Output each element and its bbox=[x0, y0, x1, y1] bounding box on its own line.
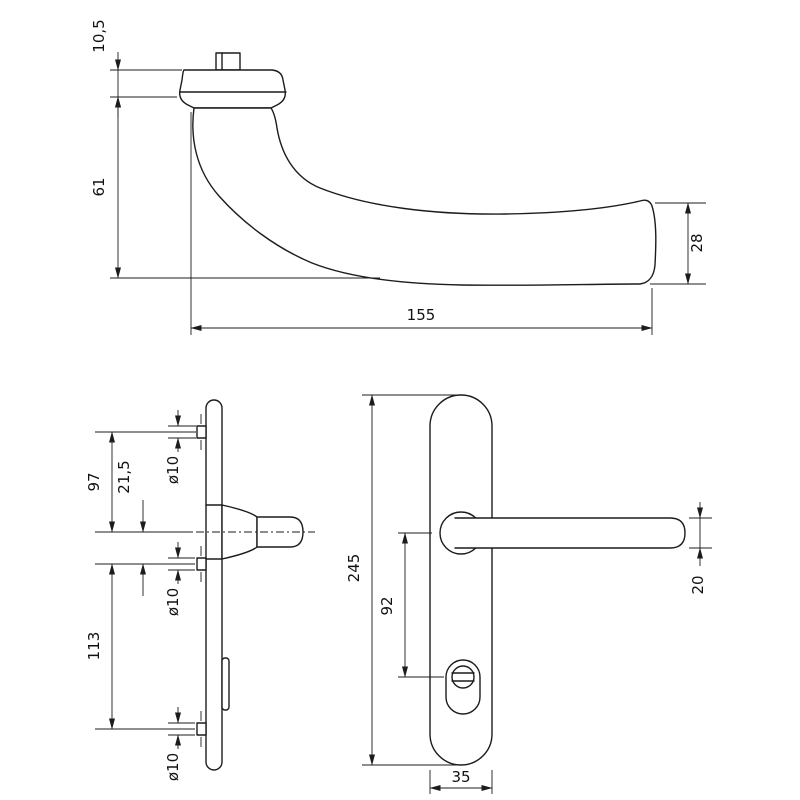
dim-label-cap-height: 10,5 bbox=[90, 19, 108, 52]
dim-label-plate-length: 245 bbox=[345, 554, 363, 583]
plate-front-view: 245 92 20 35 bbox=[345, 394, 712, 794]
dimension-plate-length: 245 bbox=[345, 394, 458, 766]
screw-stud-mid bbox=[196, 557, 207, 571]
handle-side-view: 10,5 61 155 28 bbox=[90, 19, 706, 335]
dimension-screw-mid: ø10 bbox=[164, 542, 195, 616]
plate-profile bbox=[205, 399, 223, 771]
dimension-lever-thickness: 20 bbox=[689, 502, 712, 595]
dim-label-bottom-spacing: 113 bbox=[85, 632, 103, 661]
lever-front bbox=[454, 517, 686, 549]
plate-profile-view: 97 21,5 113 ø10 ø10 bbox=[85, 399, 315, 781]
dimension-handle-offset: 21,5 bbox=[115, 460, 146, 596]
dim-label-screw-top: ø10 bbox=[164, 456, 182, 484]
dim-label-screw-mid: ø10 bbox=[164, 588, 182, 616]
dimension-top-spacing: 97 bbox=[85, 431, 115, 533]
spindle bbox=[215, 52, 241, 71]
dimension-screw-bottom: ø10 bbox=[164, 707, 195, 781]
dim-label-top-spacing: 97 bbox=[85, 472, 103, 491]
handle-cap bbox=[178, 69, 287, 109]
dimension-bottom-spacing: 113 bbox=[85, 563, 115, 730]
handle-lever bbox=[192, 107, 657, 286]
dim-label-handle-height: 61 bbox=[90, 177, 108, 196]
dim-label-plate-width: 35 bbox=[451, 768, 470, 786]
dimension-grip-end-height: 28 bbox=[650, 202, 706, 285]
dimension-plate-width: 35 bbox=[429, 768, 493, 794]
dim-label-grip-end-height: 28 bbox=[688, 233, 706, 252]
screw-stud-bottom bbox=[196, 722, 207, 736]
dim-label-centre-distance: 92 bbox=[378, 596, 396, 615]
dimension-cap-height: 10,5 bbox=[90, 19, 182, 118]
dim-label-lever-thickness: 20 bbox=[689, 575, 707, 594]
dim-label-handle-length: 155 bbox=[407, 306, 436, 324]
cylinder-face bbox=[451, 665, 475, 689]
dim-label-handle-offset: 21,5 bbox=[115, 460, 133, 493]
dimension-screw-top: ø10 bbox=[164, 410, 196, 484]
screw-stud-top bbox=[196, 425, 207, 439]
dim-label-screw-bottom: ø10 bbox=[164, 753, 182, 781]
dimension-handle-length: 155 bbox=[190, 112, 653, 335]
cylinder-profile bbox=[221, 657, 230, 711]
dimension-centre-distance: 92 bbox=[378, 532, 444, 678]
dimension-handle-height: 61 bbox=[90, 96, 380, 279]
